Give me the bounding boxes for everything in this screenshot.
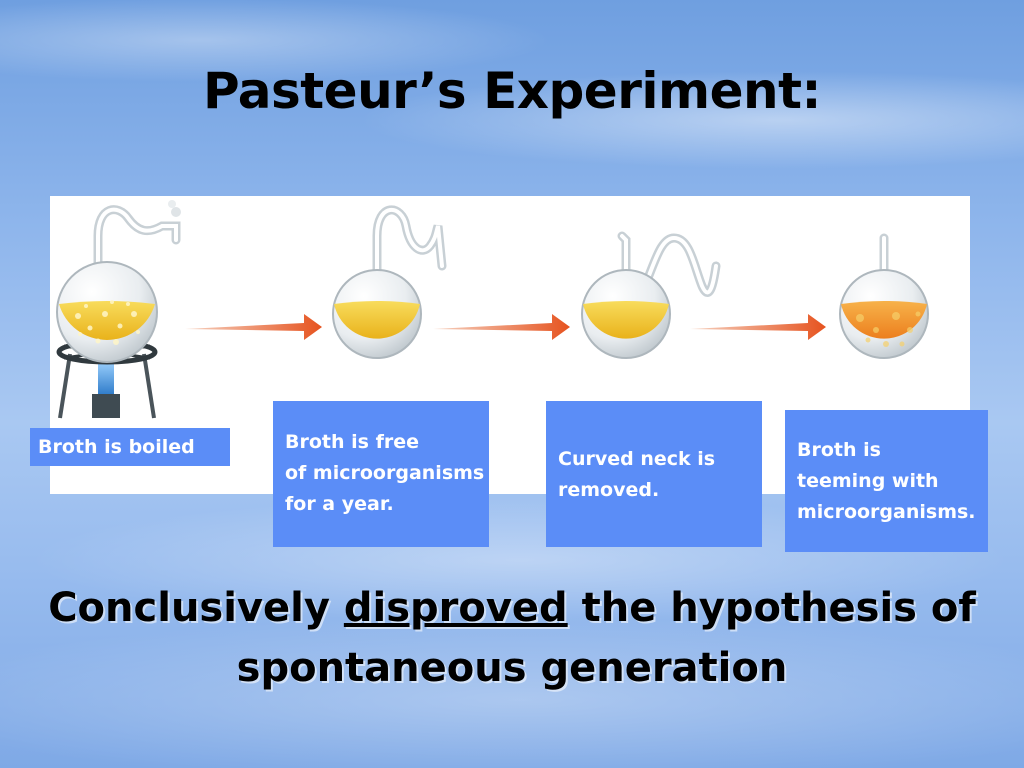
arrow-right-icon — [433, 314, 570, 340]
caption-broth-free: Broth is free of microorganisms for a ye… — [273, 401, 489, 547]
caption-broth-boiled: Broth is boiled — [30, 428, 230, 466]
slide-title: Pasteur’s Experiment: — [202, 62, 822, 120]
conclusion-part-1: Conclusively — [48, 585, 344, 631]
conclusion-text: Conclusively disproved the hypothesis of… — [0, 578, 1024, 698]
flask-teeming-icon — [839, 233, 929, 359]
caption-broth-teeming: Broth is teeming with microorganisms. — [785, 410, 988, 552]
flask-neck-removed-icon — [581, 231, 721, 359]
arrow-right-icon — [185, 314, 322, 340]
flask-boiling-icon — [56, 200, 181, 419]
flask-swan-neck-icon — [332, 205, 447, 359]
conclusion-part-2: the hypothesis of spontaneous generation — [236, 585, 976, 691]
conclusion-emphasis: disproved — [343, 585, 568, 631]
caption-neck-removed: Curved neck is removed. — [546, 401, 762, 547]
arrow-right-icon — [690, 314, 826, 340]
experiment-illustration — [56, 200, 929, 419]
